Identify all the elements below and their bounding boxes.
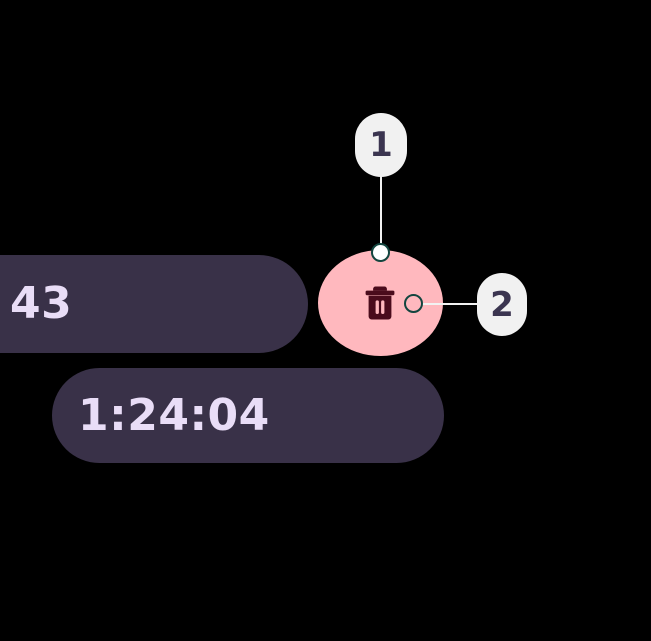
annotation-badge-2-label: 2	[490, 284, 514, 325]
count-chip[interactable]: 43	[0, 255, 308, 353]
delete-button[interactable]	[318, 250, 443, 356]
count-chip-label: 43	[10, 278, 73, 329]
annotation-badge-1-label: 1	[369, 125, 393, 165]
timer-chip-label: 1:24:04	[78, 389, 270, 441]
annotation-badge-1[interactable]: 1	[355, 113, 407, 177]
timer-chip[interactable]: 1:24:04	[52, 368, 444, 463]
trash-icon	[365, 286, 394, 320]
leader-line-1	[380, 176, 382, 253]
annotation-badge-2[interactable]: 2	[477, 273, 527, 336]
